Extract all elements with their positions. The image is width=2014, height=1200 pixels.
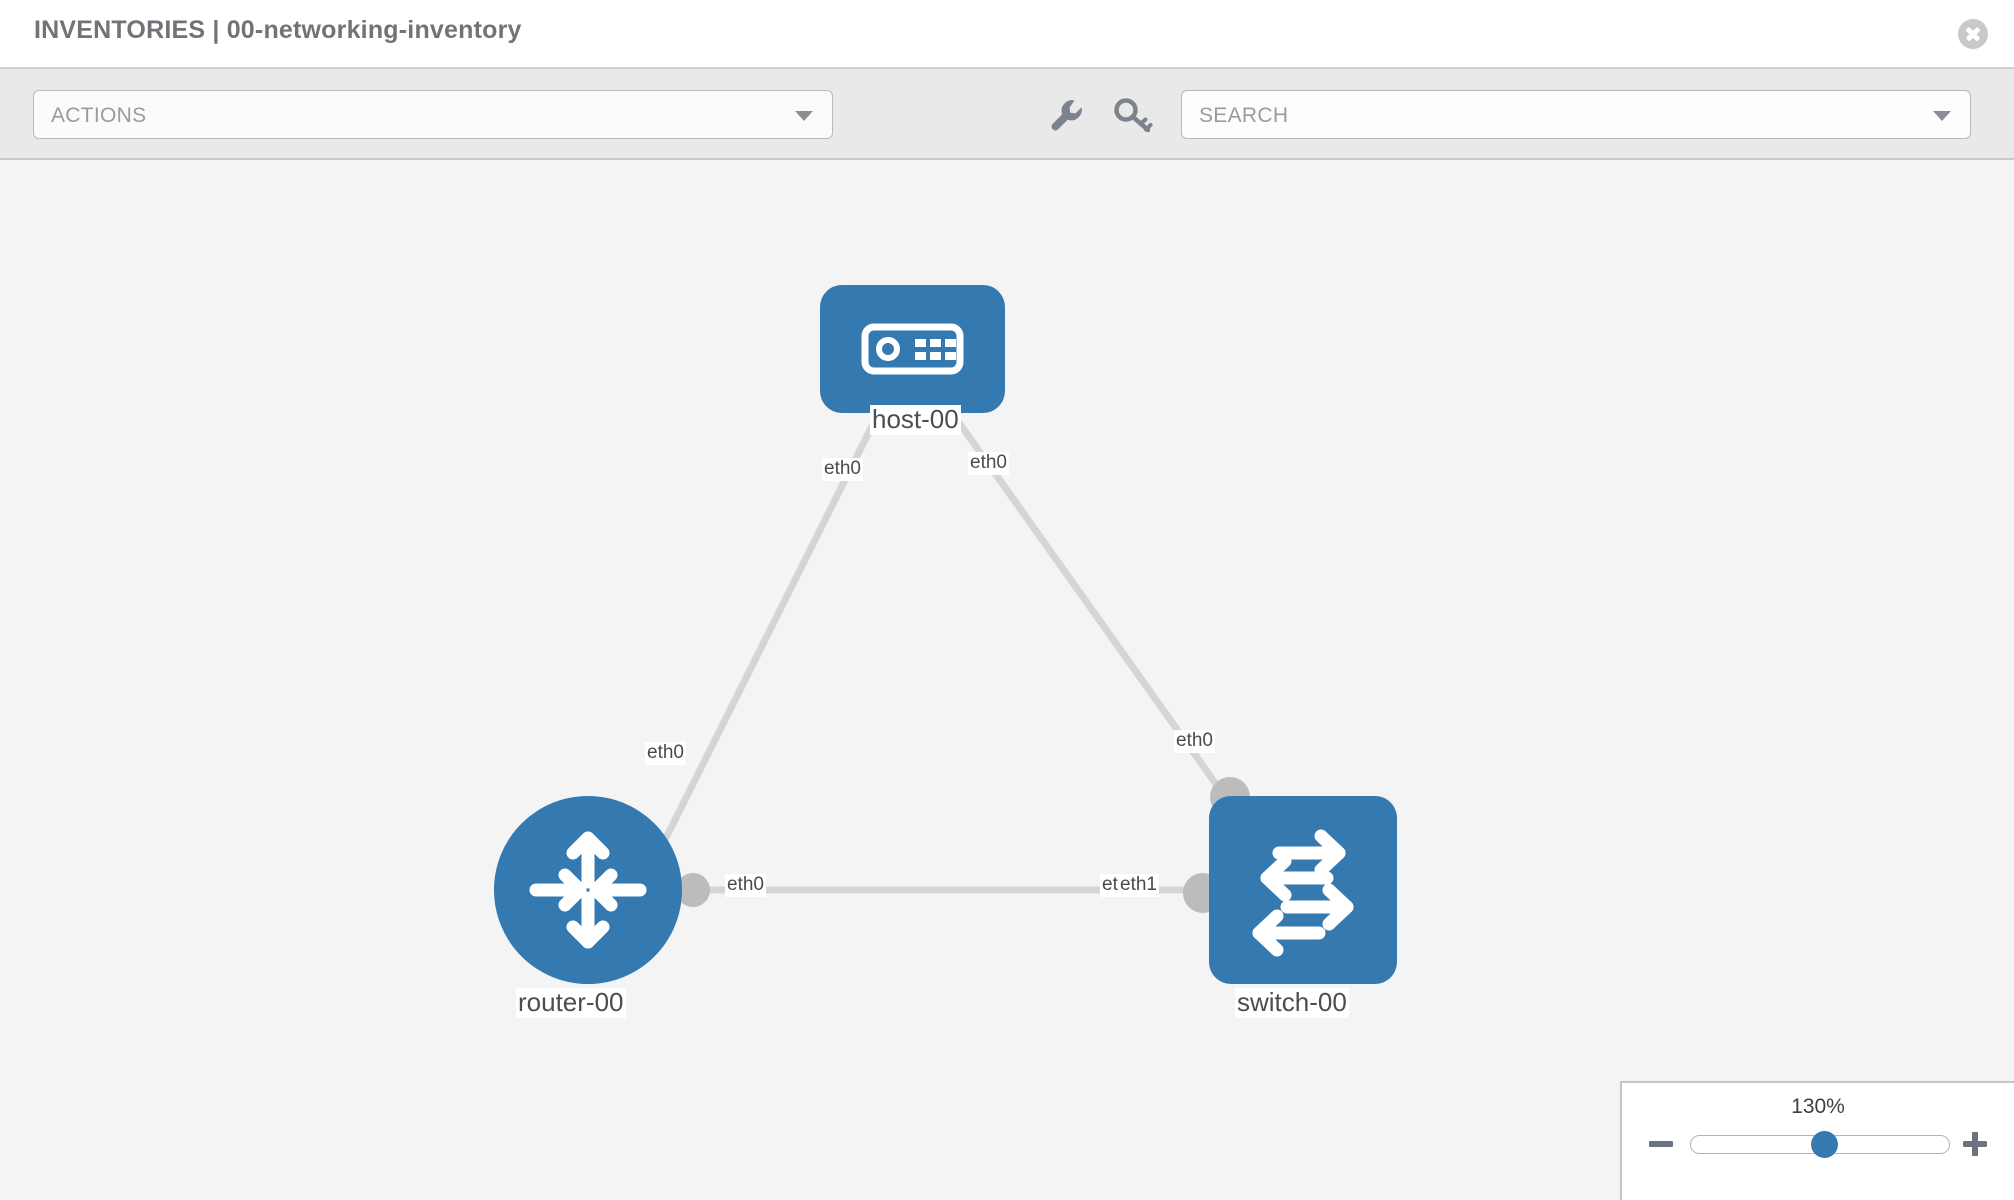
actions-dropdown[interactable]: ACTIONS xyxy=(33,90,833,139)
zoom-in-button[interactable] xyxy=(1960,1129,1990,1159)
zoom-slider-track[interactable] xyxy=(1690,1131,1950,1158)
search-input[interactable]: SEARCH xyxy=(1181,90,1971,139)
topology-node-switch-00[interactable]: switch-00 xyxy=(1209,796,1397,1018)
node-label-router-00: router-00 xyxy=(516,987,626,1018)
search-placeholder: SEARCH xyxy=(1199,104,1289,127)
actions-dropdown-label: ACTIONS xyxy=(51,104,147,127)
topology-node-host-00[interactable]: host-00 xyxy=(820,285,1005,470)
zoom-out-button[interactable] xyxy=(1646,1129,1676,1159)
zoom-slider-thumb[interactable] xyxy=(1811,1131,1839,1158)
chevron-down-icon xyxy=(795,110,813,121)
topology-node-router-00[interactable]: router-00 xyxy=(494,796,682,1018)
topology-graph: host-00 xyxy=(0,160,2014,1200)
node-label-switch-00: switch-00 xyxy=(1235,987,1349,1018)
edge-label-host00-left: eth0 xyxy=(822,458,863,481)
topology-edges xyxy=(636,407,1248,894)
node-label-host-00: host-00 xyxy=(870,404,961,435)
close-icon[interactable] xyxy=(1958,19,1988,49)
wrench-icon[interactable] xyxy=(1041,91,1089,139)
edge-label-host00-right: eth0 xyxy=(968,452,1009,475)
edge-label-switch00-to-host00: eth0 xyxy=(1174,730,1215,753)
router-four-arrows-icon xyxy=(529,831,647,949)
zoom-control-panel: 130% xyxy=(1620,1081,2014,1200)
toolbar: ACTIONS SEARCH xyxy=(0,69,2014,160)
edge-label-router00-to-host00: eth0 xyxy=(645,742,686,765)
key-icon[interactable] xyxy=(1110,91,1158,139)
page-title: INVENTORIES | 00-networking-inventory xyxy=(34,16,522,44)
edge-label-switch00-to-router00: eth1 xyxy=(1118,874,1159,897)
page-header: INVENTORIES | 00-networking-inventory xyxy=(0,0,2014,69)
topology-canvas[interactable]: host-00 xyxy=(0,160,2014,1200)
router-node-shape xyxy=(494,796,682,984)
server-device-icon xyxy=(861,323,964,375)
zoom-level-value: 130% xyxy=(1791,1095,1845,1118)
switch-exchange-arrows-icon xyxy=(1252,829,1354,957)
edge-label-router00-to-switch00: eth0 xyxy=(725,874,766,897)
host-node-shape xyxy=(820,285,1005,413)
switch-node-shape xyxy=(1209,796,1397,984)
chevron-down-icon xyxy=(1933,110,1951,121)
